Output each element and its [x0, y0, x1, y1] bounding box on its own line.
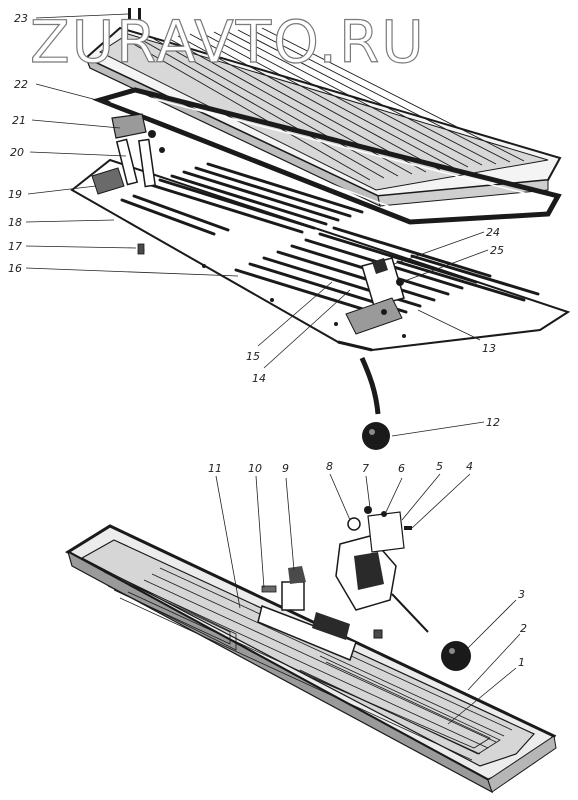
- gasket-frame: [92, 87, 562, 225]
- callout-14: 14: [252, 372, 266, 385]
- pull-cord-knob: [359, 356, 390, 450]
- callout-15: 15: [246, 350, 260, 363]
- callout-10: 10: [248, 462, 262, 475]
- callout-22: 22: [14, 78, 28, 91]
- lower-hinge-mechanism: [345, 257, 405, 335]
- callout-2: 2: [520, 622, 527, 635]
- callout-25: 25: [490, 244, 504, 257]
- callout-13: 13: [482, 342, 496, 355]
- callout-8: 8: [326, 460, 333, 473]
- callout-12: 12: [486, 416, 500, 429]
- callout-21: 21: [12, 114, 26, 127]
- screw-17: [137, 243, 145, 255]
- callout-6: 6: [398, 462, 405, 475]
- upper-hinge-mechanism: [91, 113, 165, 195]
- callout-18: 18: [8, 216, 22, 229]
- lower-lock-mechanism: [335, 506, 429, 639]
- lower-knob: [441, 641, 471, 671]
- watermark-text: ZURAVTO.RU: [30, 8, 426, 76]
- callout-23: 23: [14, 12, 28, 25]
- cover-grille-slats: [129, 27, 525, 181]
- callout-17: 17: [8, 240, 22, 253]
- callout-9: 9: [282, 462, 289, 475]
- lower-latch-housing: [257, 566, 357, 662]
- callout-1: 1: [518, 656, 525, 669]
- leader-lines: [25, 13, 521, 725]
- callout-20: 20: [10, 146, 24, 159]
- callout-7: 7: [362, 462, 369, 475]
- callout-16: 16: [8, 262, 22, 275]
- cover-fastener-screws: [128, 8, 141, 20]
- lower-panel: [65, 524, 557, 794]
- callout-11: 11: [208, 462, 222, 475]
- callout-5: 5: [436, 460, 443, 473]
- callout-24: 24: [486, 226, 500, 239]
- callout-3: 3: [518, 588, 525, 601]
- callout-19: 19: [8, 188, 22, 201]
- base-plate-louvres: [120, 162, 540, 320]
- callout-4: 4: [466, 460, 473, 473]
